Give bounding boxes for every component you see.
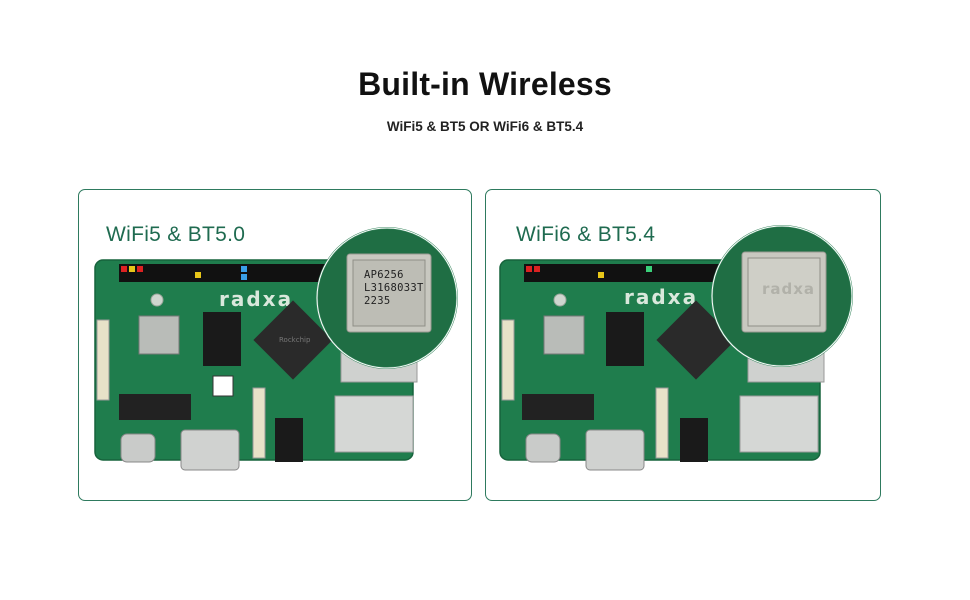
wifi5-card-label: WiFi5 & BT5.0: [106, 223, 246, 246]
chip-line-date: 2235: [364, 295, 391, 307]
svg-text:radxa: radxa: [762, 280, 815, 298]
page-title: Built-in Wireless: [358, 66, 612, 102]
chip-line-model: AP6256: [364, 269, 404, 281]
svg-text:Rockchip: Rockchip: [279, 336, 311, 344]
svg-text:radxa: radxa: [219, 287, 293, 311]
wifi5-card: radxa Rockchip WiFi5 & BT5.0: [78, 189, 472, 501]
chip-line-lot: L3168033T: [364, 282, 424, 294]
wifi5-board-image: radxa Rockchip: [94, 227, 458, 471]
wifi6-card-label: WiFi6 & BT5.4: [516, 223, 656, 246]
wifi5-chip-markings: AP6256 L3168033T 2235: [364, 269, 424, 308]
wifi6-board-image: radxa radxa: [499, 225, 853, 471]
page-subtitle: WiFi5 & BT5 OR WiFi6 & BT5.4: [386, 119, 584, 134]
svg-text:radxa: radxa: [624, 285, 698, 309]
wifi6-card: radxa radxa WiFi6 & BT5.4: [485, 189, 881, 501]
